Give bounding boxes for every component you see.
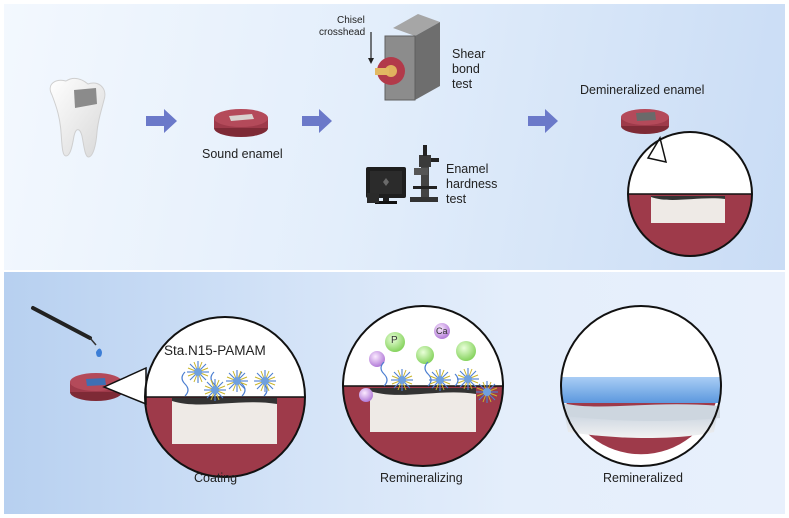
label-remineralized: Remineralized	[603, 471, 683, 485]
label-chisel: Chisel	[337, 15, 365, 26]
arrow-1	[146, 109, 177, 133]
remineralizing-bubble	[342, 305, 504, 467]
label-demineralized-enamel: Demineralized enamel	[580, 83, 705, 97]
arrow-3	[528, 109, 558, 133]
ion-ca-icon	[434, 323, 450, 339]
arrow-2	[302, 109, 332, 133]
label-ion-ca: Ca	[436, 326, 448, 336]
label-coating-material: Sta.N15-PAMAM	[164, 343, 266, 358]
label-remineralizing: Remineralizing	[380, 471, 463, 485]
label-ion-p: P	[391, 335, 398, 346]
shear-bond-tester-icon	[368, 14, 440, 101]
remineralized-bubble	[560, 305, 722, 467]
label-shear-bond-test: Shear bond test	[452, 47, 486, 91]
tooth-icon	[49, 77, 106, 158]
label-enamel-hardness-test: Enamel hardness test	[446, 162, 498, 206]
label-sound-enamel: Sound enamel	[202, 147, 283, 161]
demineralized-bubble	[627, 131, 753, 257]
label-coating: Coating	[194, 471, 238, 485]
hardness-tester-icon	[366, 145, 439, 204]
sound-enamel-disk-icon	[214, 109, 268, 137]
demineralized-enamel-disk-icon	[621, 109, 669, 134]
label-crosshead: crosshead	[319, 27, 366, 38]
ion-p-icon	[385, 332, 405, 352]
coating-bubble	[102, 316, 306, 478]
dropper-icon	[31, 306, 102, 357]
